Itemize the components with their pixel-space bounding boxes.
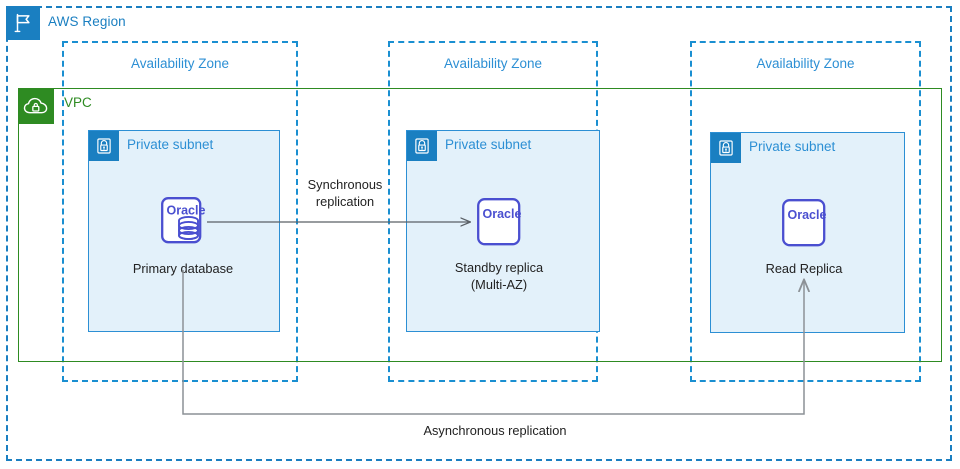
aws-region-label: AWS Region [48, 14, 126, 29]
svg-text:Oracle: Oracle [788, 208, 827, 222]
private-subnet-1-label: Private subnet [127, 137, 214, 152]
read-replica-caption: Read Replica [765, 261, 843, 276]
private-subnet-2-label: Private subnet [445, 137, 532, 152]
aws-region-container [6, 6, 952, 461]
vpc-cloud-lock-icon [18, 88, 54, 124]
oracle-database-icon[interactable]: Oracle [160, 196, 212, 248]
availability-zone-1-label: Availability Zone [130, 56, 230, 71]
oracle-instance-icon[interactable]: Oracle [781, 198, 827, 248]
lock-icon [89, 131, 119, 161]
standby-replica-caption: Standby replica (Multi-AZ) [454, 260, 544, 292]
vpc-label: VPC [64, 95, 92, 110]
region-flag-icon [6, 6, 40, 40]
oracle-instance-icon[interactable]: Oracle [476, 197, 522, 247]
availability-zone-3: Availability Zone [690, 41, 921, 382]
primary-database-caption: Primary database [132, 261, 234, 276]
lock-icon [407, 131, 437, 161]
svg-text:Oracle: Oracle [167, 204, 206, 218]
asynchronous-replication-label: Asynchronous replication [423, 423, 567, 438]
availability-zone-3-label: Availability Zone [756, 56, 855, 71]
svg-text:Oracle: Oracle [483, 207, 522, 221]
availability-zone-1: Availability Zone [62, 41, 298, 382]
synchronous-replication-label: Synchronous replication [307, 177, 383, 209]
availability-zone-2-label: Availability Zone [443, 56, 543, 71]
private-subnet-3-label: Private subnet [749, 139, 836, 154]
lock-icon [711, 133, 741, 163]
